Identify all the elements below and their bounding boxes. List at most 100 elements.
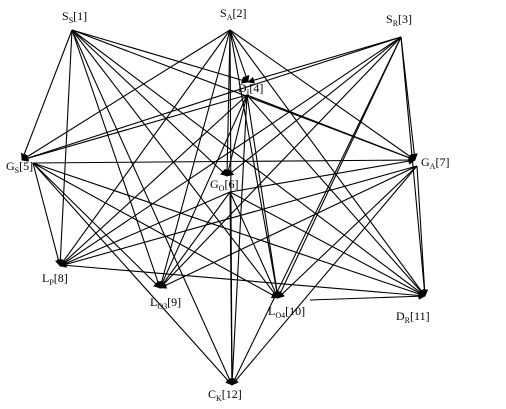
node-10-label: LO4[10] [268,304,305,320]
edge-1-to-10 [71,29,279,299]
node-2-label: SA[2] [220,6,246,22]
edge-5-to-10 [32,162,279,299]
node-7-label: GA[7] [421,155,449,171]
edge-7-to-11 [416,165,429,297]
node-11-label: DR[11] [396,309,430,325]
node-index: [7] [435,155,449,169]
node-base-letter: L [150,295,157,309]
edge-3-to-6 [226,36,402,177]
node-base-letter: D [238,81,247,95]
node-12-label: CK[12] [208,387,242,403]
edge-3-to-8 [59,36,402,267]
node-8-label: LP[8] [42,271,68,287]
edge-4-to-8 [59,94,248,267]
node-layer: SS[1]SA[2]SR[3]DI[4]GS[5]GO[6]GA[7]LP[8]… [6,6,449,403]
node-9-label: LO3[9] [150,295,181,311]
node-6-label: GO[6] [210,177,238,193]
edge-5-to-12 [32,162,233,386]
node-index: [6] [224,177,238,191]
edge-2-to-7 [229,29,416,161]
node-4-label: DI[4] [238,81,263,97]
edge-8-to-11 [61,264,426,299]
node-subscript: S [69,16,73,25]
edge-3-to-5 [21,36,402,162]
edge-4-to-11 [246,94,426,297]
node-index: [4] [249,81,263,95]
node-subscript: I [247,88,250,97]
node-index: [9] [167,295,181,309]
node-base-letter: L [268,304,275,318]
node-subscript: A [227,13,233,22]
edge-4-to-6 [225,94,248,177]
edge-5-to-8 [32,162,62,267]
edge-4-to-9 [159,94,248,289]
node-index: [10] [285,304,305,318]
node-base-letter: S [62,9,69,23]
edge-3-to-4 [247,36,402,84]
edge-6-to-12 [228,191,236,386]
edge-1-to-12 [71,29,233,386]
edge-2-to-10 [229,29,281,299]
node-3-label: SR[3] [386,12,412,28]
edge-4-to-7 [246,94,416,161]
edge-2-to-5 [21,29,231,161]
edge-6-to-11 [229,191,426,297]
edge-7-to-8 [59,165,418,268]
node-base-letter: D [396,309,405,323]
node-base-letter: C [208,387,216,401]
edge-5-to-9 [32,162,161,289]
edge-10-to-11 [309,292,426,301]
node-subscript: O [219,184,225,193]
node-base-letter: G [421,155,430,169]
edge-7-to-9 [159,165,418,289]
node-index: [1] [73,9,87,23]
edge-7-to-12 [231,165,418,386]
node-base-letter: G [6,159,15,173]
edge-1-to-8 [56,29,73,267]
node-5-label: GS[5] [6,159,33,175]
edge-6-to-7 [229,157,416,193]
edge-4-to-12 [228,94,248,386]
node-subscript: P [49,278,54,287]
node-index: [8] [54,271,68,285]
edge-4-to-10 [246,94,281,299]
edge-2-to-4 [229,29,250,83]
node-base-letter: L [42,271,49,285]
edge-3-to-11 [400,36,428,297]
node-index: [5] [19,159,33,173]
edge-2-to-8 [59,29,231,267]
node-base-letter: S [386,12,393,26]
edge-2-to-6 [223,29,231,177]
edge-5-to-11 [32,162,426,298]
node-subscript: O4 [275,311,285,320]
node-1-label: SS[1] [62,9,87,25]
edge-6-to-8 [59,191,231,267]
edge-3-to-9 [159,36,402,289]
node-subscript: R [393,19,399,28]
node-base-letter: G [210,177,219,191]
edge-6-to-9 [159,191,231,289]
edge-1-to-5 [20,29,73,161]
node-subscript: K [216,394,222,403]
edge-1-to-6 [71,29,228,177]
edge-1-to-11 [71,29,426,297]
edge-2-to-9 [158,29,231,289]
node-index: [2] [232,6,246,20]
edge-6-to-10 [229,191,279,299]
node-index: [3] [398,12,412,26]
edge-3-to-12 [231,36,402,386]
edge-5-to-7 [32,156,416,164]
edge-3-to-10 [277,36,402,299]
edge-2-to-11 [229,29,426,297]
node-index: [11] [410,309,430,323]
edge-4-to-5 [21,94,248,162]
node-subscript: R [405,316,411,325]
node-subscript: O3 [157,302,167,311]
edge-1-to-9 [71,29,162,289]
edge-7-to-10 [277,165,418,299]
edge-layer [20,29,429,386]
node-subscript: A [430,162,436,171]
node-base-letter: S [220,6,227,20]
node-subscript: S [15,166,19,175]
